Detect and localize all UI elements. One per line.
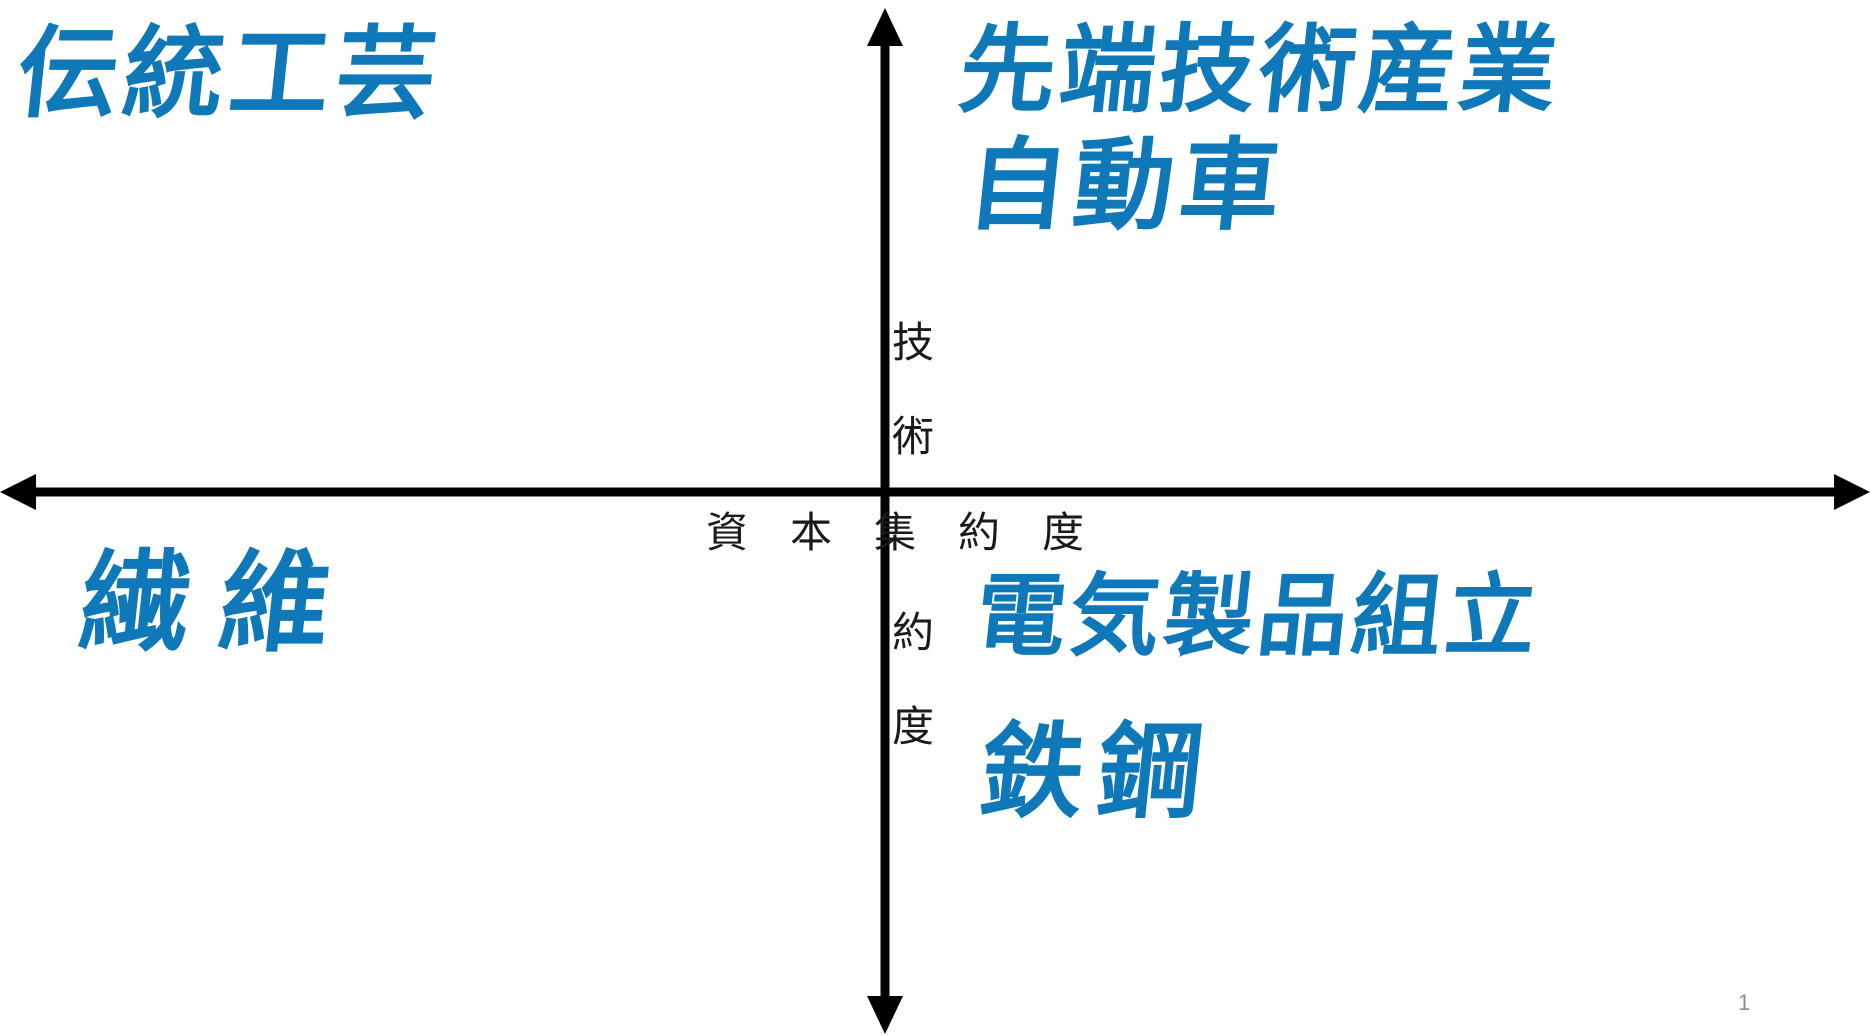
quadrant-top-right-label-2: 自動車: [961, 127, 1293, 244]
vertical-axis-char: 約: [892, 608, 935, 657]
left-arrowhead: [0, 474, 36, 510]
page-number: 1: [1738, 990, 1751, 1015]
quadrant-bottom-right-label-2: 鉄鋼: [973, 711, 1223, 833]
vertical-axis-char: 技: [892, 318, 935, 367]
quadrant-top-right-label-1: 先端技術産業: [954, 14, 1566, 126]
quadrant-bottom-right-label-1: 電気製品組立: [970, 564, 1546, 669]
vertical-axis-upper-label: 技 術: [892, 322, 934, 458]
horizontal-axis-label: 資 本 集 約 度: [706, 508, 1085, 557]
right-arrowhead: [1834, 474, 1870, 510]
vertical-axis-lower-label: 約 度: [892, 612, 934, 748]
quadrant-bottom-left-label: 繊維: [73, 539, 367, 667]
bottom-arrowhead: [867, 996, 903, 1034]
vertical-axis-char: 度: [892, 702, 935, 751]
vertical-axis-char: 術: [892, 412, 935, 461]
top-arrowhead: [867, 8, 903, 46]
quadrant-top-left-label: 伝統工芸: [11, 15, 449, 132]
